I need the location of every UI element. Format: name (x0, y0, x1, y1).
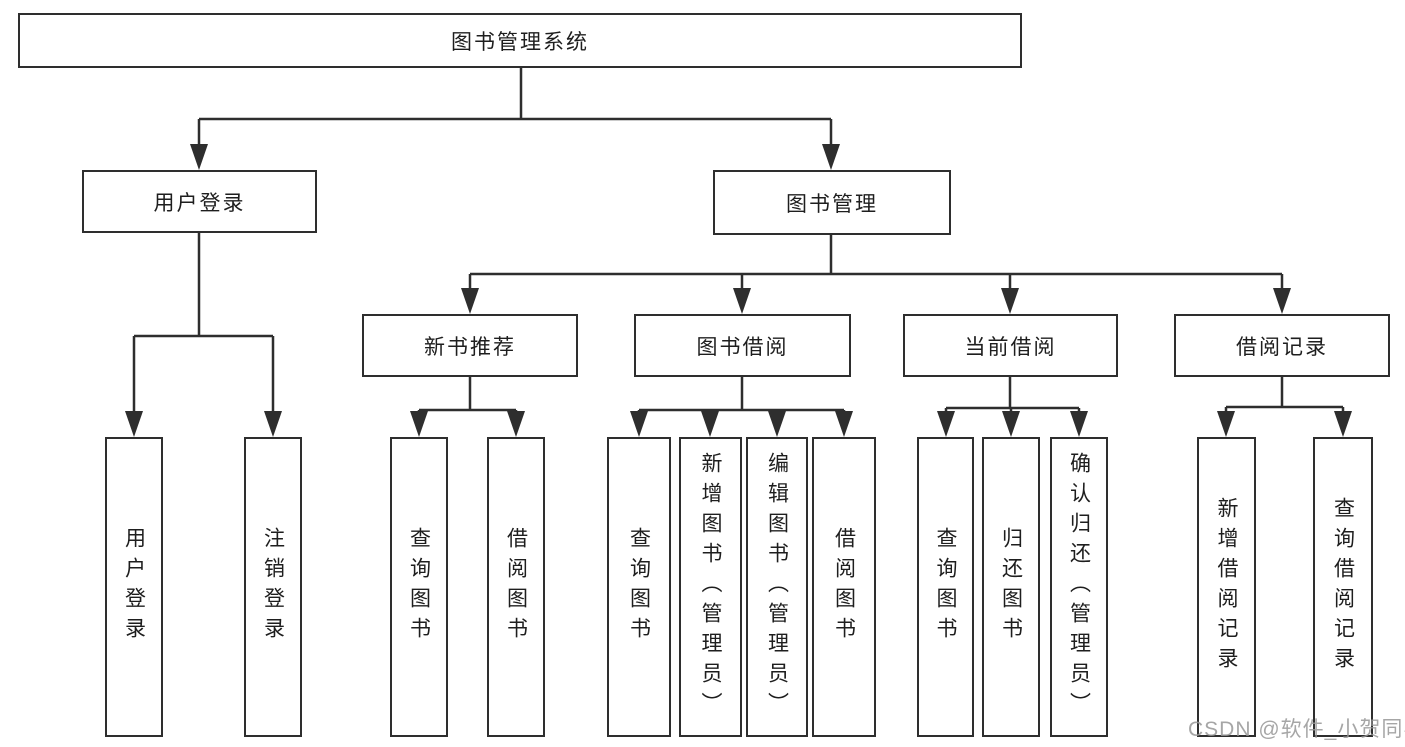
arrowhead-down-icon (1002, 411, 1020, 437)
leaf-records-add-record-label: 新增借阅记录 (1215, 497, 1238, 677)
leaf-current-confirm-return-admin-label: 确认归还（管理员） (1067, 452, 1091, 722)
node-current-borrow-label: 当前借阅 (964, 335, 1057, 359)
arrowhead-down-icon (822, 144, 840, 170)
arrowhead-down-icon (264, 411, 282, 437)
node-root-library-system: 图书管理系统 (18, 13, 1022, 68)
leaf-logout-label: 注销登录 (261, 527, 285, 647)
node-current-borrow: 当前借阅 (903, 314, 1118, 377)
connector-line (944, 377, 1081, 414)
arrowhead-down-icon (630, 411, 648, 437)
leaf-records-add-record: 新增借阅记录 (1197, 437, 1256, 737)
leaf-borrow-edit-books-admin: 编辑图书（管理员） (746, 437, 808, 737)
leaf-current-query-books: 查询图书 (917, 437, 974, 737)
leaf-borrow-add-books-admin-label: 新增图书（管理员） (699, 452, 722, 722)
leaf-borrow-edit-books-admin-label: 编辑图书（管理员） (765, 452, 789, 722)
leaf-logout: 注销登录 (244, 437, 302, 737)
leaf-user-login: 用户登录 (105, 437, 163, 737)
leaf-records-query-record-label: 查询借阅记录 (1331, 497, 1355, 677)
connector-current-borrow-to-leaves (937, 377, 1088, 437)
node-book-borrow-label: 图书借阅 (696, 335, 789, 359)
arrowhead-down-icon (768, 411, 786, 437)
node-root-label: 图书管理系统 (451, 30, 589, 54)
leaf-borrow-query-books: 查询图书 (607, 437, 671, 737)
arrowhead-down-icon (701, 411, 719, 437)
leaf-borrow-borrow-books-label: 借阅图书 (832, 527, 856, 647)
connector-book-borrow-to-leaves (630, 377, 853, 437)
watermark: CSDN @软件_小贺同学 (1188, 718, 1405, 741)
leaf-user-login-label: 用户登录 (122, 527, 146, 647)
leaf-recommend-borrow-books: 借阅图书 (487, 437, 545, 737)
connector-root-to-level2 (190, 68, 840, 170)
node-book-borrow: 图书借阅 (634, 314, 851, 377)
node-user-login-label: 用户登录 (153, 191, 246, 215)
node-new-book-recommend: 新书推荐 (362, 314, 578, 377)
leaf-recommend-query-books-label: 查询图书 (407, 527, 431, 647)
node-new-book-recommend-label: 新书推荐 (424, 335, 516, 359)
connector-new-book-to-leaves (410, 377, 525, 437)
connector-line (1224, 377, 1345, 414)
leaf-borrow-query-books-label: 查询图书 (627, 527, 651, 647)
node-book-management-label: 图书管理 (786, 192, 878, 216)
leaf-current-confirm-return-admin: 确认归还（管理员） (1050, 437, 1108, 737)
arrowhead-down-icon (1273, 288, 1291, 314)
node-user-login: 用户登录 (82, 170, 317, 233)
node-borrow-records: 借阅记录 (1174, 314, 1390, 377)
connector-line (197, 68, 833, 150)
arrowhead-down-icon (410, 411, 428, 437)
leaf-current-query-books-label: 查询图书 (934, 527, 957, 647)
leaf-records-query-record: 查询借阅记录 (1313, 437, 1373, 737)
arrowhead-down-icon (461, 288, 479, 314)
node-borrow-records-label: 借阅记录 (1236, 335, 1328, 359)
leaf-current-return-books-label: 归还图书 (999, 527, 1023, 647)
arrowhead-down-icon (1217, 411, 1235, 437)
connector-line (417, 377, 518, 414)
leaf-borrow-borrow-books: 借阅图书 (812, 437, 876, 737)
leaf-recommend-borrow-books-label: 借阅图书 (504, 527, 528, 647)
arrowhead-down-icon (1070, 411, 1088, 437)
arrowhead-down-icon (835, 411, 853, 437)
connector-book-management-to-level3 (461, 235, 1291, 314)
connector-line (468, 235, 1284, 290)
connector-line (637, 377, 846, 414)
arrowhead-down-icon (1334, 411, 1352, 437)
arrowhead-down-icon (125, 411, 143, 437)
arrowhead-down-icon (937, 411, 955, 437)
connector-borrow-records-to-leaves (1217, 377, 1352, 437)
arrowhead-down-icon (190, 144, 208, 170)
leaf-current-return-books: 归还图书 (982, 437, 1040, 737)
connector-line (132, 233, 275, 414)
connector-user-login-to-leaves (125, 233, 282, 437)
node-book-management: 图书管理 (713, 170, 951, 235)
leaf-recommend-query-books: 查询图书 (390, 437, 448, 737)
arrowhead-down-icon (733, 288, 751, 314)
arrowhead-down-icon (507, 411, 525, 437)
arrowhead-down-icon (1001, 288, 1019, 314)
leaf-borrow-add-books-admin: 新增图书（管理员） (679, 437, 742, 737)
